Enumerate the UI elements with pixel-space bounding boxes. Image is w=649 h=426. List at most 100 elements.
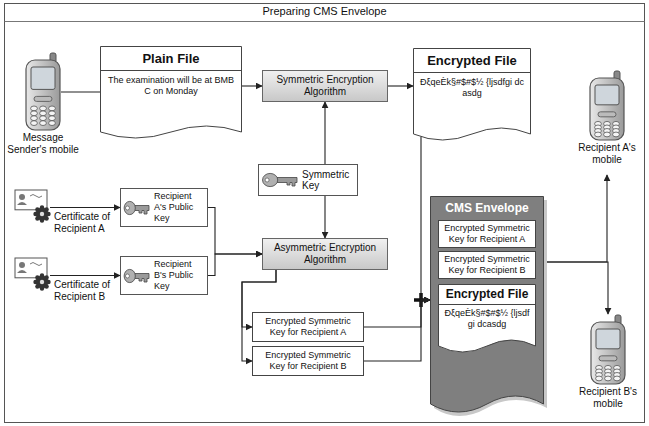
keypad-key (40, 116, 47, 121)
keypad-key (49, 116, 56, 121)
file-heading: Encrypted File (438, 284, 536, 305)
key-block: Encrypted Symmetric Key for Recipient B (438, 251, 536, 279)
connector (208, 208, 262, 255)
person-body (17, 202, 27, 205)
key-box: Symmetric Key (258, 164, 358, 196)
keypad-key (40, 121, 47, 126)
key-head (124, 201, 135, 214)
certificate-label: Certificate of Recipient A (54, 211, 118, 235)
keypad-key (31, 111, 38, 116)
document-shape (101, 47, 242, 139)
keypad-key (614, 376, 621, 381)
algorithm-label: Symmetric Encryption Algorithm (269, 74, 381, 98)
certificate: Certificate of Recipient A (14, 186, 118, 242)
keypad-key (40, 111, 47, 116)
connector (208, 254, 262, 276)
key-box: Recipient A's Public Key (120, 188, 208, 227)
keypad-key (49, 121, 56, 126)
keypad-key (31, 106, 38, 111)
connector (364, 300, 430, 361)
connector (542, 262, 608, 314)
connector (388, 85, 413, 86)
key-hole (125, 274, 129, 278)
connector (542, 175, 607, 262)
connector (324, 196, 325, 238)
gear-hub (40, 280, 44, 284)
key-head (263, 173, 278, 186)
document-shape (414, 49, 531, 141)
algorithm-box: Symmetric Encryption Algorithm (262, 70, 388, 102)
connector (242, 85, 262, 86)
signature (30, 195, 42, 198)
certificate-icon (14, 188, 54, 224)
key-box: Recipient B's Public Key (120, 256, 208, 295)
phone-body (591, 322, 625, 384)
certificate-icon (14, 256, 54, 292)
phone-body (26, 60, 60, 130)
key-block: Encrypted Symmetric Key for Recipient B (252, 346, 364, 376)
connector (364, 300, 430, 327)
key-label: Symmetric Key (302, 169, 354, 191)
mobile-phone: Recipient A's mobile (570, 70, 644, 174)
phone-screen (31, 67, 55, 89)
envelope-heading: CMS Envelope (430, 196, 544, 215)
title-band: Preparing CMS Envelope (4, 3, 645, 22)
document-shape (439, 285, 536, 353)
key-hole (265, 178, 269, 182)
device-label: Recipient B's mobile (572, 386, 644, 410)
diagram-title: Preparing CMS Envelope (5, 5, 644, 17)
connector (50, 275, 120, 276)
cms-envelope: CMS EnvelopeEncrypted Symmetric Key for … (430, 196, 544, 416)
keypad-key (605, 376, 612, 381)
file-content: ÐξqeÈk§#$#$½ {ljsdfgi dcasdg (438, 305, 536, 342)
gear-hub (40, 212, 44, 216)
keypad-key (595, 132, 602, 137)
keypad-key (40, 106, 47, 111)
gear-seal (36, 208, 49, 221)
phone-screen (596, 329, 620, 349)
device-label: Message Sender's mobile (6, 132, 80, 156)
certificate-label: Certificate of Recipient B (54, 279, 118, 303)
algorithm-label: Asymmetric Encryption Algorithm (269, 242, 381, 266)
person-head (19, 194, 25, 200)
mobile-phone: Recipient B's mobile (572, 314, 644, 418)
block-label: Encrypted Symmetric Key for Recipient B (443, 254, 531, 276)
keypad-key (596, 376, 603, 381)
phone-screen (595, 85, 619, 105)
block-label: Encrypted Symmetric Key for Recipient A (257, 316, 359, 338)
key-label: Recipient B's Public Key (154, 259, 204, 292)
connector (324, 102, 325, 164)
key-icon (261, 169, 299, 191)
nav-key (598, 112, 616, 117)
file-document: Plain FileThe examination will be at BMB… (100, 46, 242, 140)
connector (61, 91, 100, 92)
keypad-key (49, 111, 56, 116)
person-body (17, 270, 27, 273)
block-label: Encrypted Symmetric Key for Recipient A (443, 223, 531, 245)
connector (50, 207, 120, 208)
mobile-phone-icon (572, 314, 644, 386)
certificate-card (15, 258, 47, 278)
keypad-key (604, 132, 611, 137)
key-icon (123, 265, 151, 287)
file-heading: Encrypted File (413, 48, 531, 73)
file-content: ÐξqeÈk§#$#$½ {ljsdfgi dcasdg (413, 73, 531, 113)
mobile-phone: Message Sender's mobile (6, 52, 80, 170)
key-hole (125, 206, 129, 210)
device-label: Recipient A's mobile (570, 142, 644, 166)
key-icon (123, 197, 151, 219)
person-head (19, 262, 25, 268)
nav-key (34, 96, 52, 101)
gear-seal (36, 276, 49, 289)
key-block: Encrypted Symmetric Key for Recipient A (252, 312, 364, 342)
connector (421, 136, 430, 300)
file-content: The examination will be at BMBC on Monda… (100, 71, 242, 111)
certificate: Certificate of Recipient B (14, 254, 118, 310)
key-block: Encrypted Symmetric Key for Recipient A (438, 220, 536, 248)
signature (30, 263, 42, 266)
key-label: Recipient A's Public Key (154, 191, 204, 224)
keypad-key (31, 116, 38, 121)
file-document: Encrypted FileÐξqeÈk§#$#$½ {ljsdfgi dcas… (413, 48, 531, 142)
keypad-key (31, 121, 38, 126)
